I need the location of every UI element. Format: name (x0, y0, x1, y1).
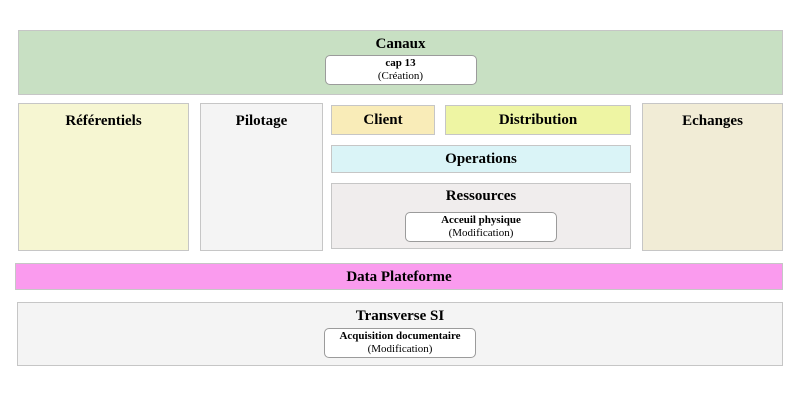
card-acquisition-documentaire[interactable]: Acquisition documentaire (Modification) (324, 328, 476, 358)
block-data-plateforme: Data Plateforme (15, 263, 783, 290)
block-echanges: Echanges (642, 103, 783, 251)
block-client: Client (331, 105, 435, 135)
canaux-title: Canaux (375, 36, 426, 52)
operations-title: Operations (445, 151, 517, 167)
block-pilotage: Pilotage (200, 103, 323, 251)
block-ressources: Ressources Acceuil physique (Modificatio… (331, 183, 631, 249)
block-operations: Operations (331, 145, 631, 173)
client-title: Client (363, 112, 403, 128)
block-transverse-si: Transverse SI Acquisition documentaire (… (17, 302, 783, 366)
card-cap-13-label: cap 13 (385, 57, 416, 70)
ressources-title: Ressources (445, 188, 517, 204)
block-referentiels: Référentiels (18, 103, 189, 251)
block-canaux: Canaux cap 13 (Création) (18, 30, 783, 95)
referentiels-title: Référentiels (65, 113, 142, 129)
card-acceuil-physique-status: (Modification) (448, 227, 514, 239)
card-acceuil-physique[interactable]: Acceuil physique (Modification) (405, 212, 557, 242)
card-cap-13[interactable]: cap 13 (Création) (324, 55, 477, 85)
distribution-title: Distribution (498, 112, 578, 128)
echanges-title: Echanges (682, 113, 743, 129)
card-acceuil-physique-label: Acceuil physique (441, 214, 521, 227)
card-acquisition-documentaire-label: Acquisition documentaire (339, 330, 461, 343)
data-plateforme-title: Data Plateforme (346, 268, 452, 285)
transverse-si-title: Transverse SI (355, 308, 445, 324)
card-acquisition-documentaire-status: (Modification) (367, 343, 433, 355)
card-cap-13-status: (Création) (377, 70, 424, 82)
block-distribution: Distribution (445, 105, 631, 135)
pilotage-title: Pilotage (235, 113, 288, 129)
